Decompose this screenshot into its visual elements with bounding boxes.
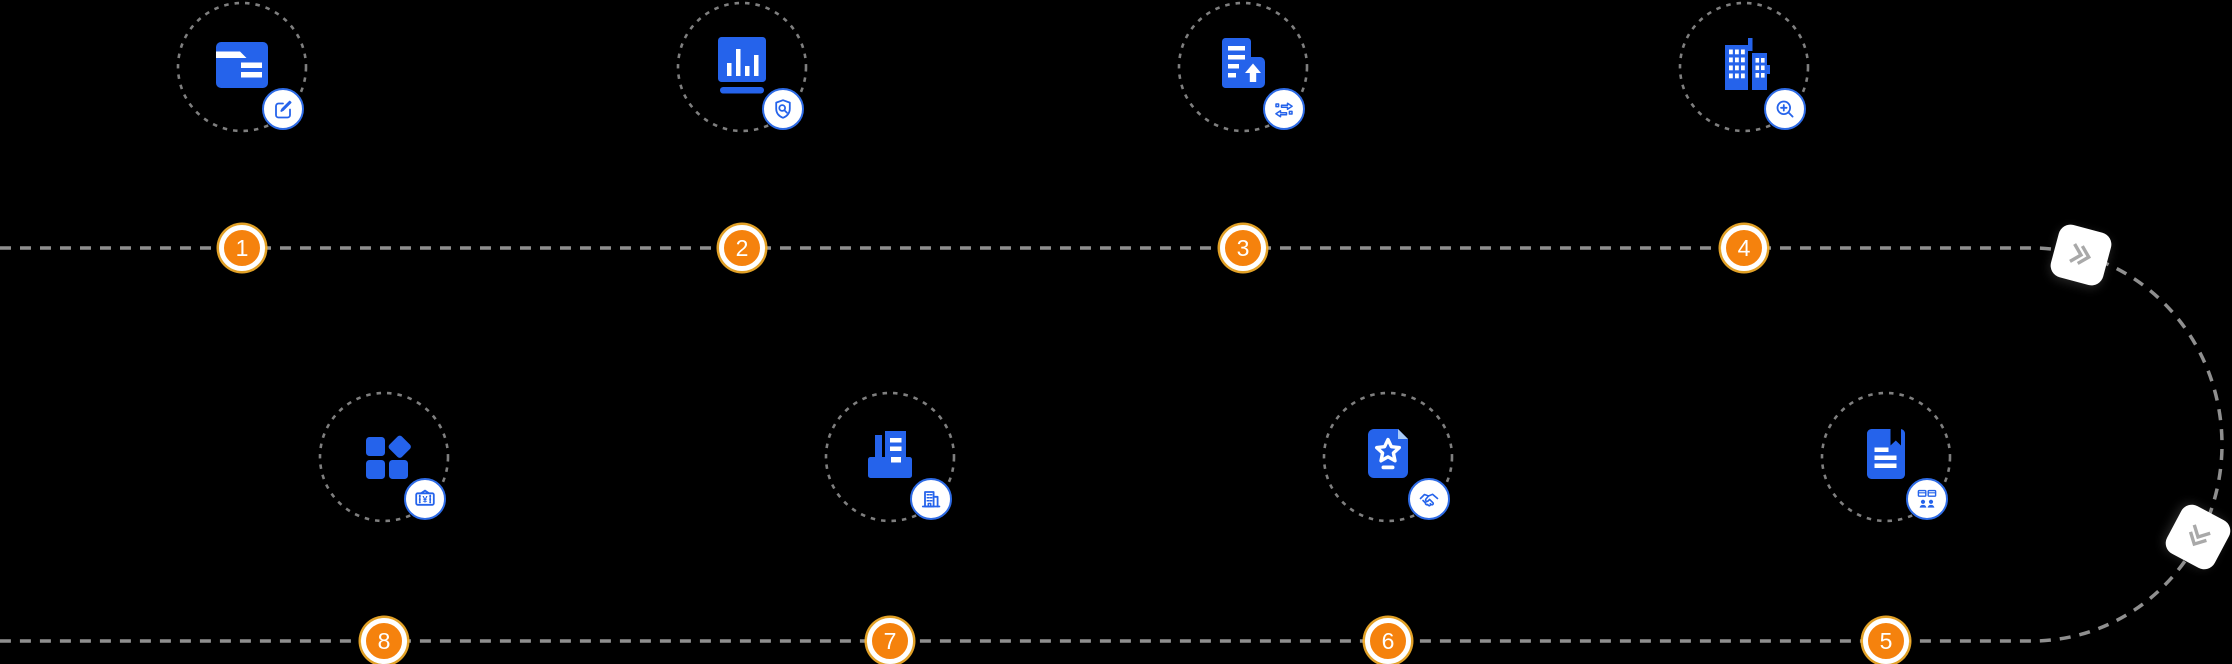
meeting-people-icon	[1917, 489, 1937, 508]
step-number: 7	[883, 627, 897, 654]
mini-badge: ¥	[404, 478, 446, 520]
dashed-circle	[1322, 391, 1454, 523]
transfer-arrows-icon	[1275, 102, 1293, 118]
shield-search-icon	[775, 99, 791, 119]
mini-badge	[910, 478, 952, 520]
bar-chart-icon	[718, 37, 766, 94]
dashed-circle	[176, 1, 308, 133]
dashed-circle	[676, 1, 808, 133]
zoom-in-icon	[1776, 100, 1794, 118]
step-number-badge-8: 8	[361, 618, 407, 664]
handshake-icon	[1419, 493, 1439, 507]
step-number: 2	[735, 234, 749, 261]
step-number-badge-5: 5	[1863, 618, 1909, 664]
step-number-badge-3: 3	[1220, 225, 1266, 271]
dashed-circle	[1678, 1, 1810, 133]
step-number-badge-1: 1	[219, 225, 265, 271]
mini-badge	[1906, 478, 1948, 520]
step-7-node	[822, 389, 958, 525]
mini-badge	[1764, 88, 1806, 130]
dashed-circle	[1177, 1, 1309, 133]
forward-arrow-top-right	[2047, 221, 2115, 289]
dashed-circle	[1820, 391, 1952, 523]
star-document-icon	[1368, 429, 1408, 478]
step-number: 6	[1381, 627, 1395, 654]
step-number-badge-7: 7	[867, 618, 913, 664]
edit-pen-icon	[275, 100, 292, 119]
yen-symbol: ¥	[422, 495, 427, 505]
building-icon	[921, 491, 941, 508]
step-number: 8	[377, 627, 391, 654]
folder-document-icon	[216, 42, 268, 88]
mini-badge	[1408, 478, 1450, 520]
document-upload-icon	[1222, 38, 1265, 88]
step-4-node	[1676, 0, 1812, 135]
notebook-bookmark-icon	[1867, 429, 1905, 479]
mini-badge	[262, 88, 304, 130]
step-6-node	[1320, 389, 1456, 525]
step-1-node	[174, 0, 310, 135]
step-number-badge-2: 2	[719, 225, 765, 271]
step-number: 4	[1737, 234, 1751, 261]
archive-tray-icon	[868, 431, 912, 478]
step-number: 3	[1236, 234, 1250, 261]
dashed-circle	[824, 391, 956, 523]
step-5-node	[1818, 389, 1954, 525]
double-chevron-right-icon	[2069, 243, 2092, 265]
step-8-node: ¥	[316, 389, 452, 525]
step-2-node	[674, 0, 810, 135]
coupon-yen-icon: ¥	[415, 489, 435, 506]
app-grid-icon	[366, 435, 411, 479]
forward-arrow-bottom-right	[2161, 500, 2232, 574]
step-number-badge-4: 4	[1721, 225, 1767, 271]
step-number-badge-6: 6	[1365, 618, 1411, 664]
buildings-icon	[1725, 38, 1770, 90]
mini-badge	[762, 88, 804, 130]
mini-badge	[1263, 88, 1305, 130]
step-number: 5	[1879, 627, 1893, 654]
double-chevron-down-left-icon	[2188, 524, 2211, 547]
step-3-node	[1175, 0, 1311, 135]
dashed-circle	[318, 391, 450, 523]
step-number: 1	[235, 234, 249, 261]
